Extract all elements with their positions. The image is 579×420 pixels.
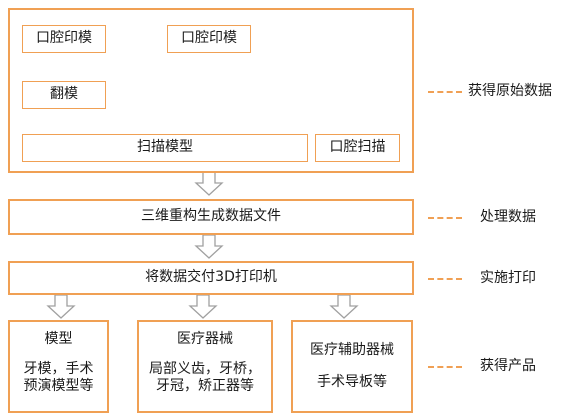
product-medical-box: 医疗器械 局部义齿，牙桥， 牙冠，矫正器等 xyxy=(137,320,273,413)
product-model-desc-2: 预演模型等 xyxy=(23,378,94,394)
oral-scan-box: 口腔扫描 xyxy=(315,134,400,162)
product-medical-desc-1: 局部义齿，牙桥， xyxy=(149,360,261,377)
oral-scan-label: 口腔扫描 xyxy=(329,139,386,156)
product-model-desc-1: 牙模，手术 xyxy=(23,360,94,377)
deliver-print-label: 将数据交付3D打印机 xyxy=(145,269,277,286)
product-assist-title: 医疗辅助器械 xyxy=(310,342,394,358)
dash-products xyxy=(428,366,462,368)
arrow-to-assist xyxy=(329,294,359,319)
product-model-title: 模型 xyxy=(44,331,73,347)
dash-acquire xyxy=(428,91,462,93)
impression-right-box: 口腔印模 xyxy=(167,25,251,53)
stage3-deliver-print-box: 将数据交付3D打印机 xyxy=(8,261,414,295)
scan-model-box: 扫描模型 xyxy=(22,134,308,162)
build-file-label: 三维重构生成数据文件 xyxy=(141,208,281,225)
flip-mold-box: 翻模 xyxy=(22,81,106,109)
arrow-stage2-to-stage3 xyxy=(194,234,224,259)
product-medical-desc-2: 牙冠，矫正器等 xyxy=(156,378,254,394)
label-acquire-data: 获得原始数据 xyxy=(468,83,552,99)
product-assist-desc: 手术导板等 xyxy=(317,373,387,390)
stage2-build-file-box: 三维重构生成数据文件 xyxy=(8,199,414,235)
product-assist-box: 医疗辅助器械 手术导板等 xyxy=(291,320,413,413)
product-model-box: 模型 牙模，手术 预演模型等 xyxy=(8,320,109,413)
flip-mold-label: 翻模 xyxy=(50,86,78,103)
product-medical-title: 医疗器械 xyxy=(177,331,233,347)
impression-right-label: 口腔印模 xyxy=(181,30,237,47)
label-print: 实施打印 xyxy=(480,270,536,286)
scan-model-label: 扫描模型 xyxy=(137,139,193,156)
arrow-to-medical xyxy=(188,294,218,319)
dash-print xyxy=(428,278,462,280)
impression-left-box: 口腔印模 xyxy=(22,25,106,53)
label-process-data: 处理数据 xyxy=(480,209,536,225)
arrow-to-model xyxy=(46,294,76,319)
arrow-stage1-to-stage2 xyxy=(194,171,224,196)
label-get-products: 获得产品 xyxy=(480,358,536,374)
impression-left-label: 口腔印模 xyxy=(36,30,92,47)
dash-process xyxy=(428,217,462,219)
